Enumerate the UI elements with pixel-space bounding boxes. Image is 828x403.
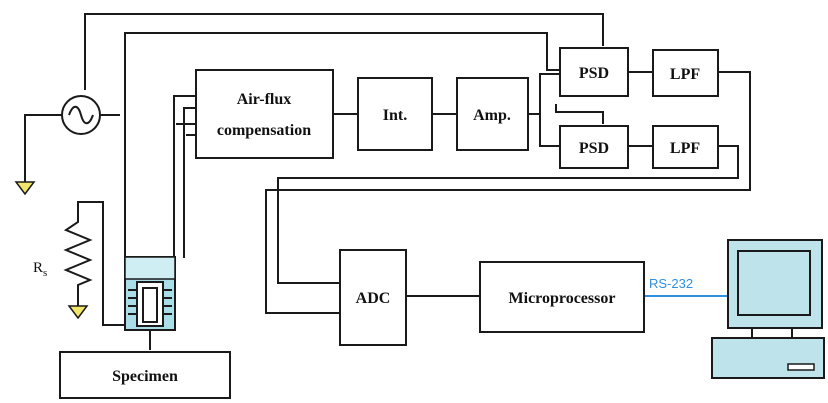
svg-text:Air-flux: Air-flux [237,91,292,108]
integrator-block: Int. [357,77,433,151]
svg-text:PSD: PSD [579,65,609,82]
wire-resistor-to-sensor [77,201,128,326]
microprocessor-block: Microprocessor [479,261,645,333]
specimen-block: Specimen [59,351,231,399]
svg-text:ADC: ADC [356,290,391,307]
wire-lpf-to-adc [265,71,751,314]
psd-block-top: PSD [559,47,629,97]
svg-text:LPF: LPF [670,66,700,83]
adc-block: ADC [339,249,407,346]
wire-sensor-to-psd-top [124,32,560,257]
resistor-label: Rs [33,260,47,279]
lpf-block-top: LPF [652,49,719,97]
svg-text:LPF: LPF [670,140,700,157]
svg-text:Specimen: Specimen [112,368,178,385]
airflux-compensation-block: Air-flux compensation [195,69,334,159]
sensor-coil-icon [124,256,176,331]
lpf-block-bottom: LPF [652,125,719,169]
ground-icon [67,305,89,320]
computer-icon [711,239,825,379]
resistor-icon [63,212,93,290]
svg-text:Amp.: Amp. [473,107,511,124]
psd-block-bottom: PSD [559,125,629,169]
wire-source-to-ground [24,114,62,182]
wiring [24,13,751,350]
svg-text:Int.: Int. [383,107,407,124]
svg-text:compensation: compensation [217,122,311,139]
wire-sensor-to-airflux-1 [173,95,196,258]
ground-icon [14,181,36,196]
svg-text:Microprocessor: Microprocessor [509,290,616,307]
wire-source-to-psd-bottom [84,13,604,124]
rs232-label: RS-232 [649,276,693,291]
amplifier-block: Amp. [456,77,529,151]
wire-amp-to-psd [528,73,560,147]
wire-sensor-to-airflux-2 [176,107,196,258]
svg-text:PSD: PSD [579,140,609,157]
ac-source-icon [61,95,101,135]
